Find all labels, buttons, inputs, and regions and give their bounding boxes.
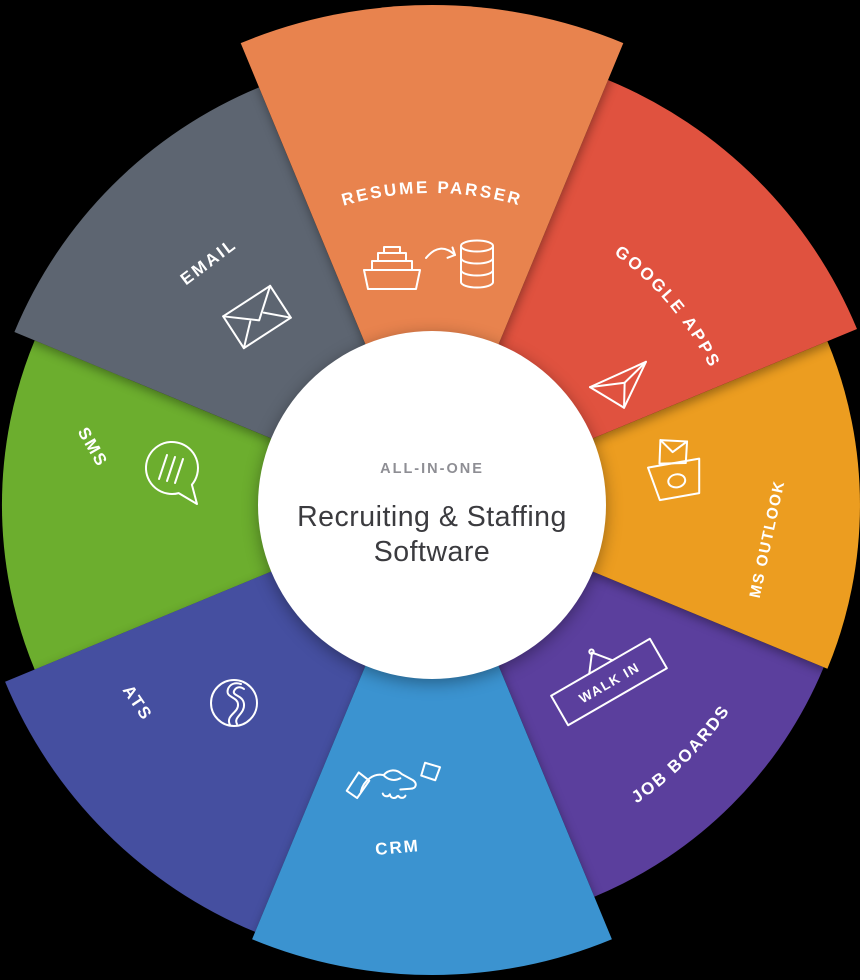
paper-plane-icon [588, 360, 647, 409]
route-circle-icon [210, 679, 258, 727]
handshake-icon [345, 761, 442, 800]
envelope-icon [222, 284, 292, 350]
center-title-line1: Recruiting & Staffing [297, 501, 567, 533]
center-title-line2: Software [374, 536, 490, 568]
segment-sms [1, 340, 432, 670]
center-eyebrow: ALL-IN-ONE [380, 461, 484, 477]
database-icon [460, 239, 494, 289]
transfer-arrow-icon [425, 246, 456, 259]
segment-resume-parser [240, 5, 624, 505]
segment-crm [252, 505, 612, 975]
chat-bubble-icon [145, 440, 199, 505]
card-index-icon [363, 246, 421, 290]
segment-label-crm: CRM [374, 836, 420, 859]
center-circle [258, 331, 606, 679]
outlook-folder-icon [647, 439, 701, 502]
segment-ms-outlook [432, 341, 860, 669]
